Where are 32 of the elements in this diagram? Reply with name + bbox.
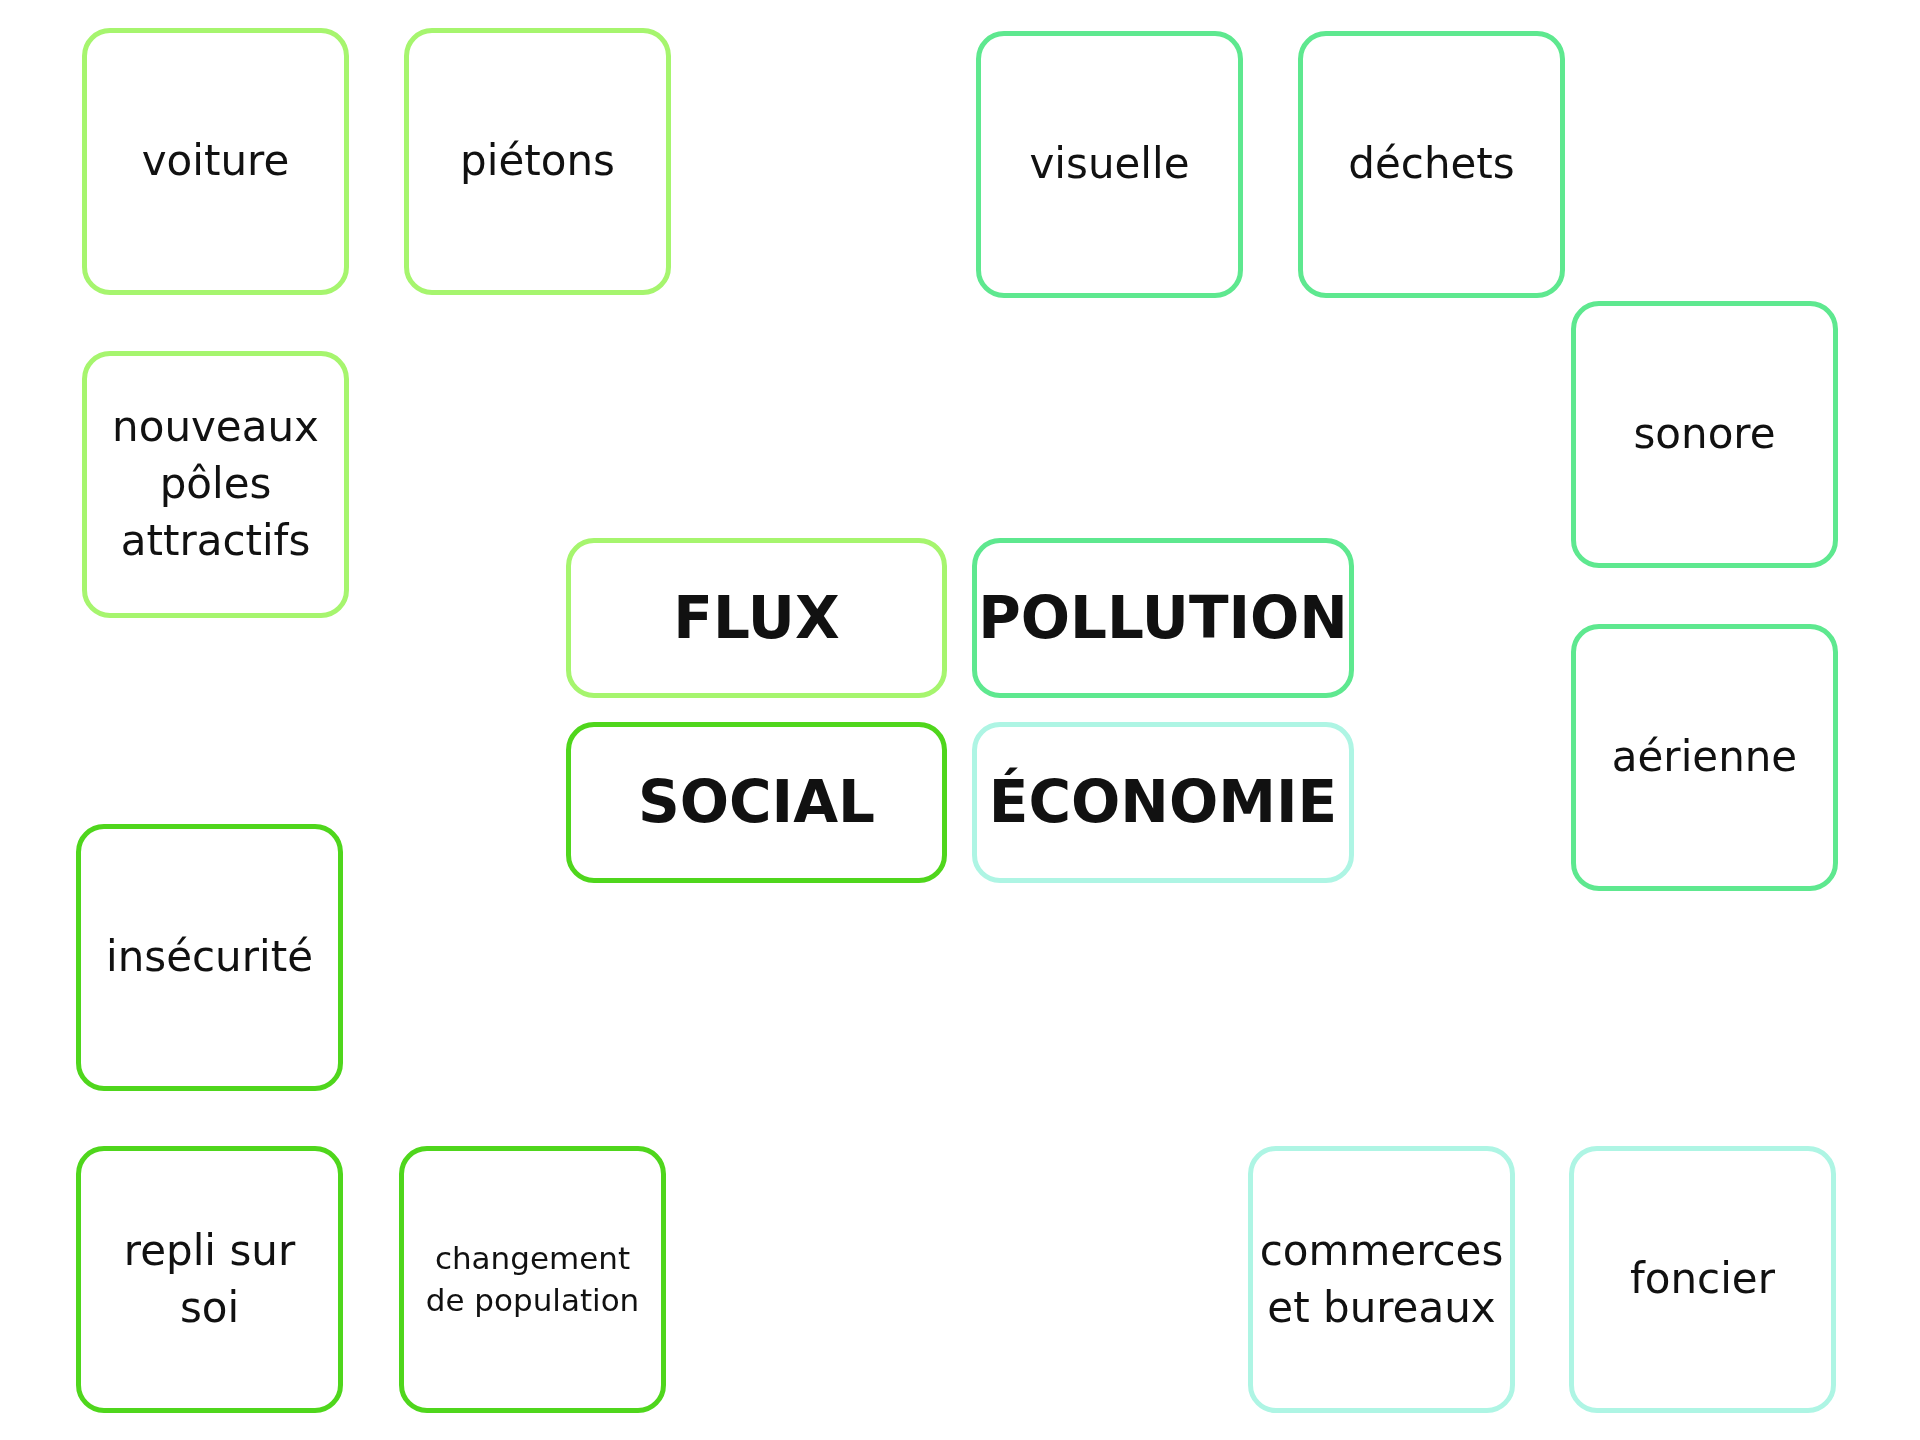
category-title: POLLUTION [977,582,1349,654]
category-box [566,538,947,698]
topic-card [1248,1146,1515,1413]
topic-card [976,31,1243,298]
topic-label: voiture [140,135,291,188]
topic-label: changement de population [424,1238,641,1320]
topic-label: nouveaux pôles attractifs [111,401,320,567]
topic-card [1569,1146,1836,1413]
topic-label: visuelle [1028,138,1191,191]
category-title: ÉCONOMIE [987,766,1339,839]
topic-label: aérienne [1610,731,1799,784]
category-box [972,538,1354,698]
topic-label: insécurité [105,931,314,984]
topic-card [1571,624,1838,891]
topic-card [1571,301,1838,568]
topic-card [1298,31,1565,298]
category-box [972,722,1354,883]
topic-label: sonore [1632,408,1777,461]
topic-label: piétons [459,135,616,188]
topic-card [82,351,349,618]
topic-label: commerces et bureaux [1258,1224,1505,1334]
category-title: SOCIAL [636,767,877,839]
topic-card [399,1146,666,1413]
topic-card [76,1146,343,1413]
category-box [566,722,947,883]
topic-card [76,824,343,1091]
topic-card [82,28,349,295]
topic-label: foncier [1629,1253,1776,1306]
topic-card [404,28,671,295]
topic-label: repli sur soi [122,1224,297,1334]
topic-label: déchets [1347,138,1516,191]
category-title: FLUX [672,582,841,654]
